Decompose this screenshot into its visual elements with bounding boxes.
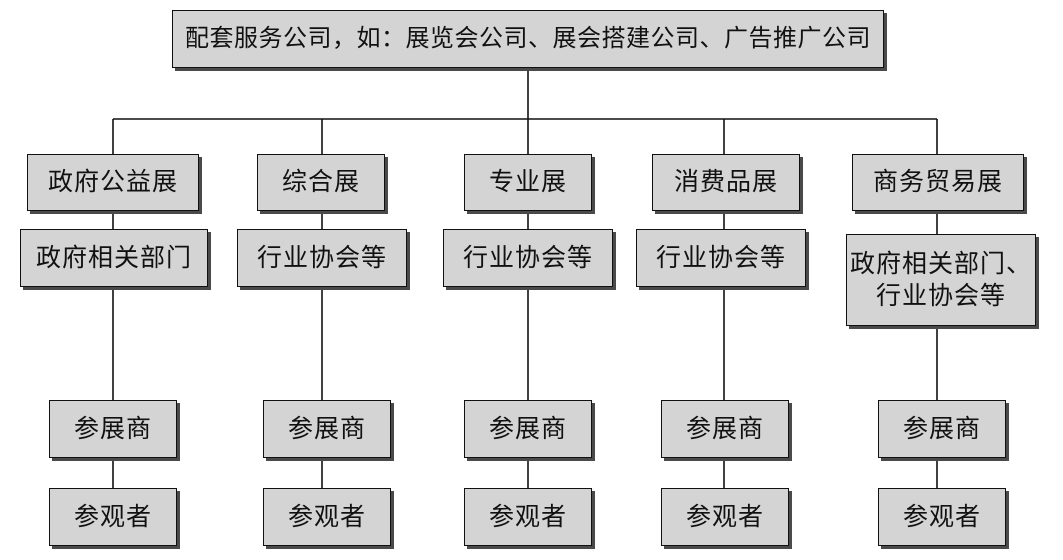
- exhibition-label: 政府公益展: [47, 167, 178, 197]
- exhibition-box-professional: 专业展: [464, 154, 592, 211]
- exhibitor-label: 参展商: [685, 413, 764, 443]
- exhibitor-label: 参展商: [287, 413, 366, 443]
- visitor-box-professional: 参观者: [464, 488, 592, 546]
- visitor-label: 参观者: [685, 501, 764, 531]
- exhibitor-label: 参展商: [488, 413, 567, 443]
- organizer-box-consumer: 行业协会等: [636, 229, 806, 287]
- visitor-label: 参观者: [902, 501, 981, 531]
- organizer-label: 行业协会等: [655, 242, 786, 272]
- organizer-label: 行业协会等: [462, 242, 593, 272]
- organizer-box-professional: 行业协会等: [443, 229, 613, 287]
- visitor-box-government: 参观者: [49, 488, 177, 546]
- exhibition-box-government: 政府公益展: [27, 154, 199, 211]
- organizer-box-trade: 政府相关部门、 行业协会等: [846, 234, 1036, 326]
- visitor-label: 参观者: [73, 501, 152, 531]
- organizer-box-government: 政府相关部门: [20, 229, 208, 287]
- exhibitor-box-professional: 参展商: [464, 400, 592, 458]
- organizer-label: 行业协会等: [256, 242, 387, 272]
- exhibitor-box-consumer: 参展商: [661, 400, 789, 458]
- organizer-label: 政府相关部门: [35, 242, 192, 272]
- exhibition-label: 专业展: [488, 167, 567, 197]
- exhibition-box-consumer: 消费品展: [652, 154, 800, 211]
- exhibitor-box-trade: 参展商: [878, 400, 1006, 458]
- root-box: 配套服务公司，如：展览会公司、展会搭建公司、广告推广公司: [172, 10, 884, 68]
- exhibition-label: 消费品展: [673, 167, 778, 197]
- visitor-box-comprehensive: 参观者: [263, 488, 391, 546]
- visitor-box-consumer: 参观者: [661, 488, 789, 546]
- organizer-label: 政府相关部门、 行业协会等: [849, 248, 1032, 311]
- visitor-box-trade: 参观者: [878, 488, 1006, 546]
- visitor-label: 参观者: [287, 501, 366, 531]
- visitor-label: 参观者: [488, 501, 567, 531]
- exhibitor-label: 参展商: [902, 413, 981, 443]
- exhibition-label: 综合展: [281, 167, 360, 197]
- exhibition-label: 商务贸易展: [872, 167, 1003, 197]
- exhibitor-box-comprehensive: 参展商: [263, 400, 391, 458]
- exhibitor-label: 参展商: [73, 413, 152, 443]
- organizer-box-comprehensive: 行业协会等: [237, 229, 407, 287]
- root-label: 配套服务公司，如：展览会公司、展会搭建公司、广告推广公司: [185, 24, 871, 53]
- exhibition-box-comprehensive: 综合展: [257, 154, 385, 211]
- exhibition-box-trade: 商务贸易展: [852, 154, 1024, 211]
- exhibitor-box-government: 参展商: [49, 400, 177, 458]
